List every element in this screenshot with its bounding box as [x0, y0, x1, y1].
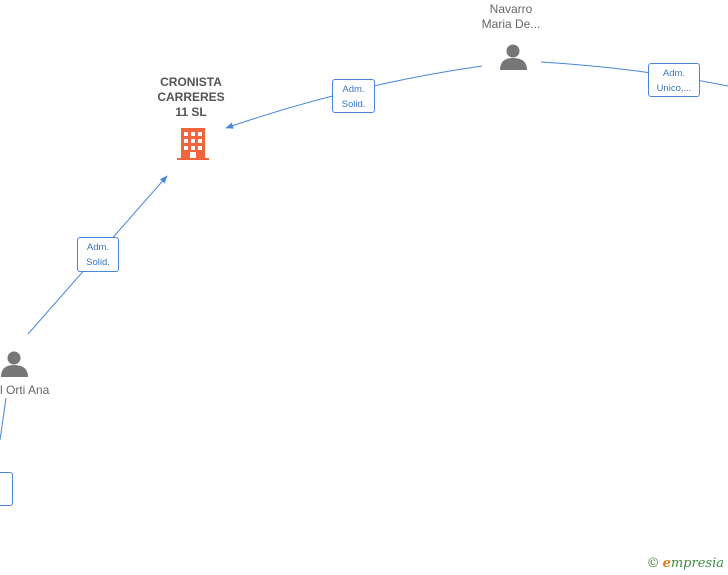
edge-top-to-right: [540, 61, 728, 87]
edge-label-adm-unico[interactable]: Adm. Unico,...: [648, 63, 700, 97]
person-name-label[interactable]: l Orti Ana: [0, 383, 50, 397]
edge-left-down: [0, 397, 7, 441]
building-icon[interactable]: [177, 128, 209, 160]
person-icon[interactable]: [1, 351, 28, 378]
edge-label-partial[interactable]: [0, 472, 13, 506]
company-name-label[interactable]: CRONISTA CARRERES 11 SL: [157, 75, 225, 119]
empresia-logo: ©empresia: [646, 556, 724, 571]
person-icon[interactable]: [500, 44, 527, 71]
person-name-label[interactable]: Navarro Maria De...: [481, 2, 541, 31]
edge-label-adm-solid[interactable]: Adm. Solid.: [332, 79, 375, 113]
edge-label-adm-solid[interactable]: Adm. Solid.: [77, 237, 119, 272]
